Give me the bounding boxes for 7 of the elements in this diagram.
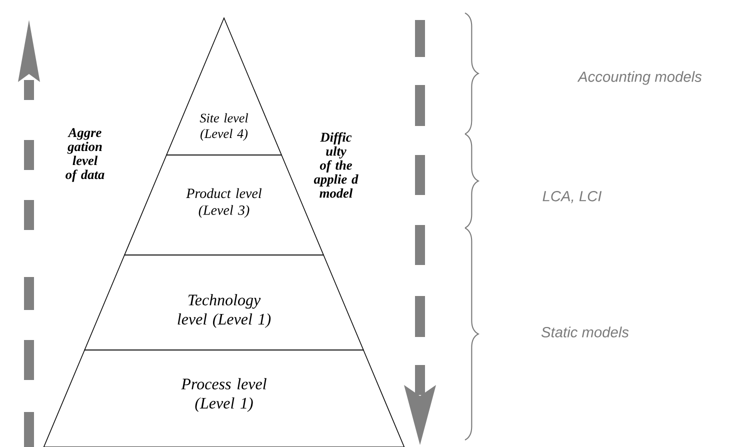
pyramid-level: Process level (Level 1) [43, 350, 405, 447]
bracket-label: LCA, LCI [542, 190, 602, 204]
bracket-label: Accounting models [577, 71, 702, 85]
pyramid-level: Technology level (Level 1) [84, 254, 364, 350]
axis-label: Diffic ulty of the applie d model [314, 132, 358, 198]
axis-label: Aggre gation level of data [66, 128, 104, 182]
bracket-label: Static models [541, 326, 629, 338]
